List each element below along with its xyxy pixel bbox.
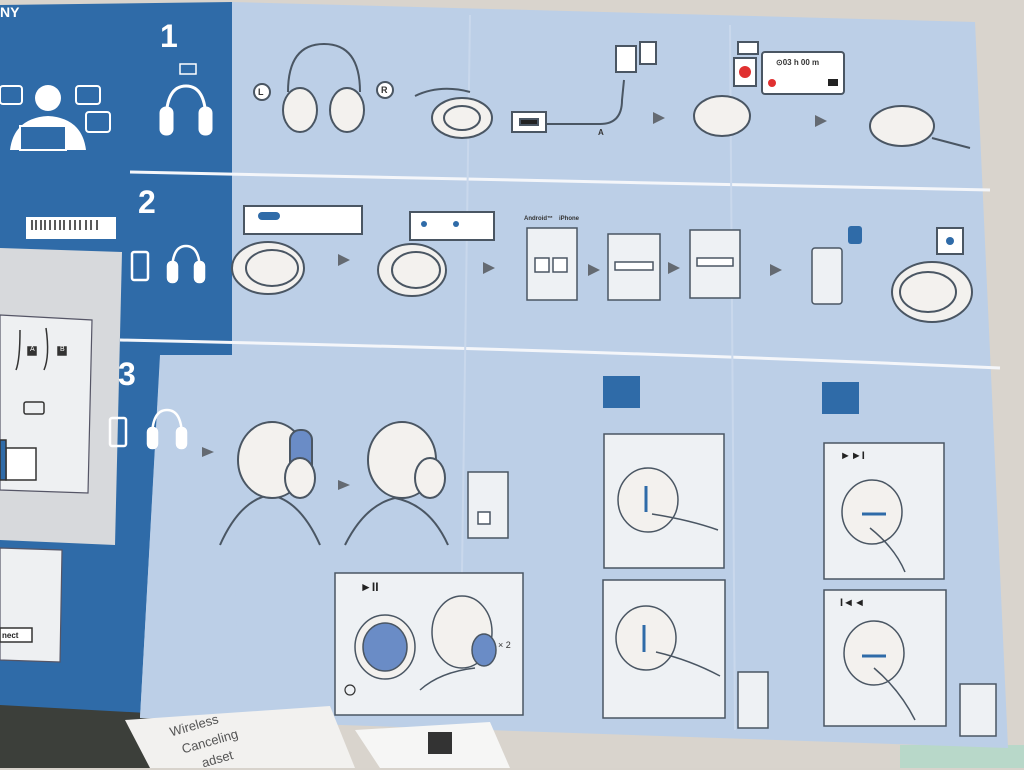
android-label: Android™ (524, 216, 553, 222)
step2-paired-headphone (891, 227, 973, 323)
music-skip-badge (822, 382, 859, 414)
fold-line-1 (129, 170, 991, 192)
phone-icons-step3 (737, 671, 997, 737)
headphone-icon-step1 (159, 63, 213, 136)
connect-label: nect (2, 631, 19, 640)
double-tap-label: × 2 (498, 640, 511, 650)
manual-booklet (125, 706, 355, 768)
arrow-icons-step1 (653, 112, 827, 127)
left-marker: L (258, 87, 264, 97)
step1-headphone-front (253, 42, 394, 133)
step3-wearing-headphone (219, 421, 321, 546)
step-number-3: 3 (118, 356, 136, 392)
play-pause-label: ►II (360, 580, 379, 594)
brand-logo: NY (0, 4, 20, 20)
volume-down-card (602, 579, 726, 719)
step3-listening-headphone (344, 421, 449, 546)
instruction-panel (140, 2, 1008, 748)
next-track-card (823, 442, 945, 580)
cable-a-marker: A (598, 128, 604, 137)
cable-b-label: B (60, 346, 65, 353)
mint-object (900, 745, 1024, 768)
arrow-icons-step2 (338, 254, 782, 276)
step1-headphone-cable (414, 41, 657, 139)
step-number-1: 1 (160, 18, 178, 54)
step-number-2: 2 (138, 184, 156, 220)
right-marker: R (381, 85, 388, 95)
step1-unplug (869, 105, 971, 149)
cable-a-label: A (30, 346, 35, 353)
phone-bluetooth-icon-step2 (130, 244, 206, 284)
step2-phone-screens (526, 227, 843, 305)
qr-code (428, 732, 452, 754)
bluetooth-icon (848, 226, 862, 244)
step1-charging (693, 41, 845, 137)
charge-time: ⊙03 h 00 m (776, 58, 820, 67)
prev-track-label: I◄◄ (840, 597, 865, 609)
volume-up-card (603, 433, 725, 569)
reading-person-icon (0, 85, 111, 151)
previous-track-card (823, 589, 947, 727)
step2-power-button (231, 205, 363, 295)
step3-phone-play (467, 471, 509, 539)
step2-indicator-blink (377, 211, 495, 297)
next-track-label: ►►I (840, 450, 865, 462)
music-volume-badge (603, 376, 640, 408)
phone-music-icon-step3 (108, 408, 188, 450)
play-pause-card (334, 572, 524, 716)
barcode-label (26, 217, 116, 239)
fold-line-2 (119, 338, 1001, 370)
iphone-label: iPhone (559, 216, 580, 222)
